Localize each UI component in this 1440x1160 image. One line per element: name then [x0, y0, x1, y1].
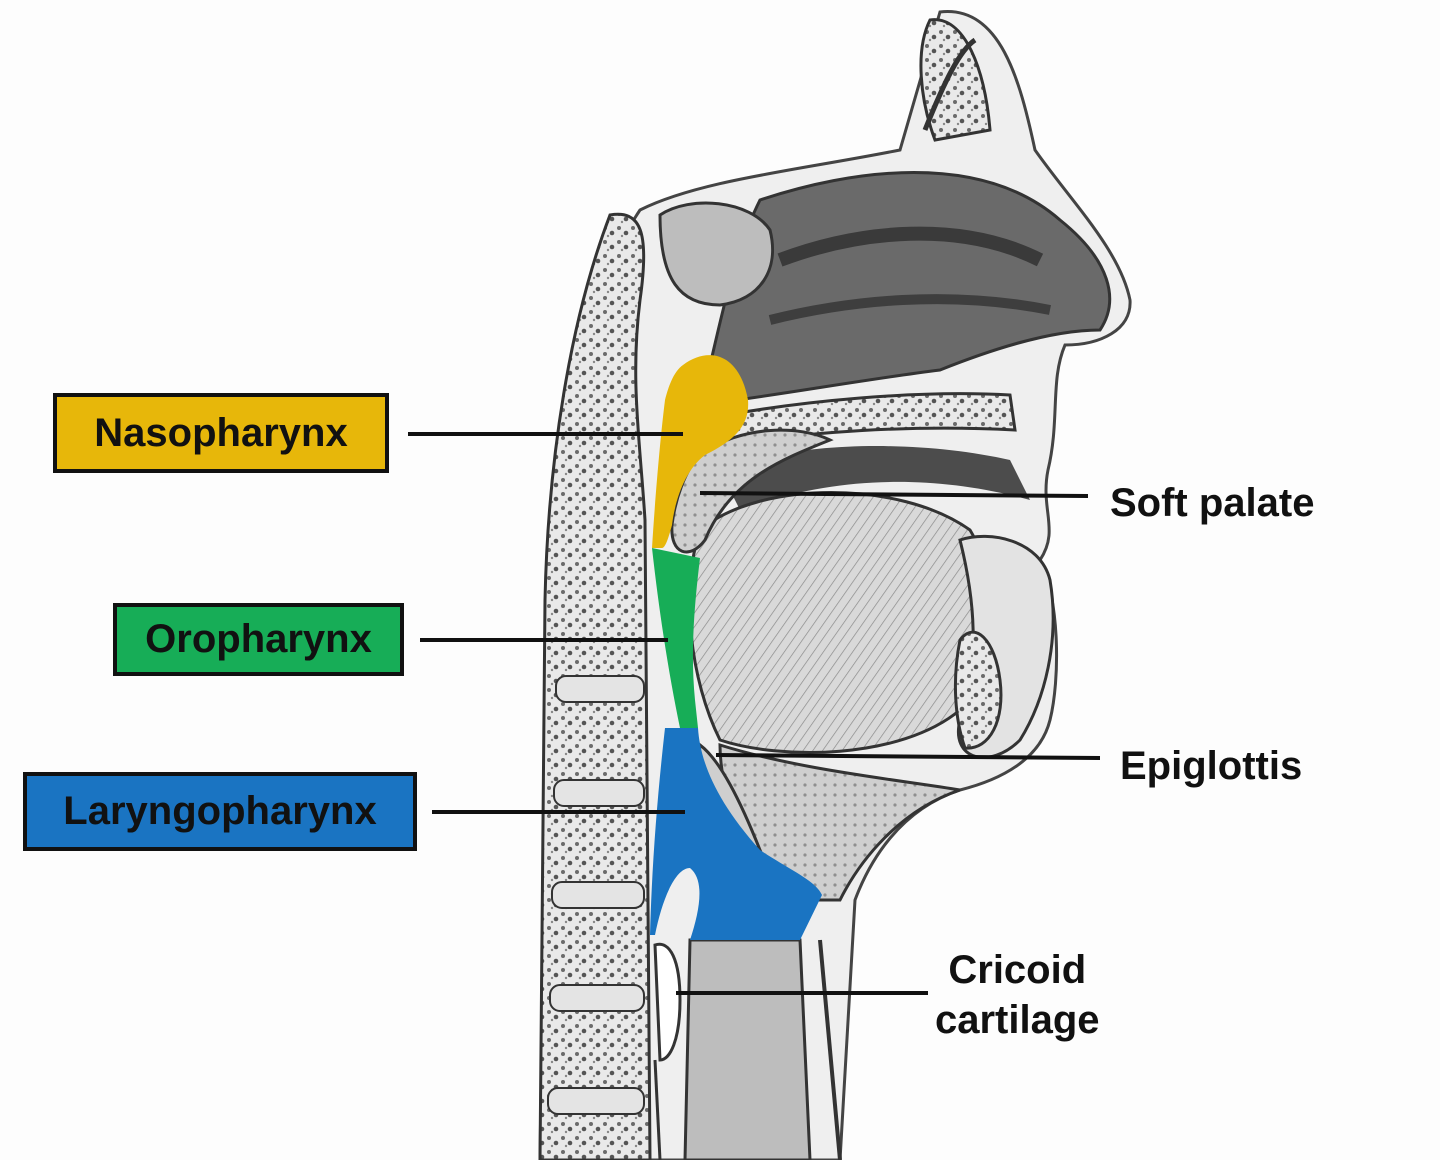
- leader-line-epiglottis: [715, 753, 1101, 760]
- sphenoid-sinus: [658, 201, 775, 307]
- leader-line-soft-palate: [699, 491, 1089, 498]
- cricoid-label-line2: cartilage: [935, 998, 1100, 1042]
- cricoid-cartilage-label: Cricoid cartilage: [935, 945, 1100, 1045]
- larynx-trachea: [683, 938, 812, 1160]
- nasopharynx-region: [652, 355, 749, 548]
- tongue: [688, 491, 993, 754]
- nasopharynx-label-box: Nasopharynx: [53, 393, 389, 473]
- intervertebral-disc: [555, 675, 645, 703]
- soft-palate: [670, 428, 834, 554]
- intervertebral-disc: [553, 779, 645, 807]
- laryngopharynx-label: Laryngopharynx: [63, 789, 377, 833]
- oral-cavity: [720, 446, 1030, 510]
- nasopharynx-label: Nasopharynx: [94, 410, 348, 455]
- cricoid-label-line1: Cricoid: [948, 948, 1087, 992]
- nasal-bone: [919, 18, 992, 142]
- intervertebral-disc: [547, 1087, 645, 1115]
- epiglottis-label: Epiglottis: [1120, 744, 1303, 788]
- soft-palate-label: Soft palate: [1110, 481, 1315, 525]
- mandible: [953, 630, 1003, 750]
- intervertebral-disc: [551, 881, 645, 909]
- laryngopharynx-label-box: Laryngopharynx: [23, 772, 417, 851]
- intervertebral-disc: [549, 984, 645, 1012]
- laryngopharynx-region: [650, 728, 822, 940]
- oropharynx-label: Oropharynx: [145, 617, 372, 661]
- cricoid-ring: [653, 942, 682, 1062]
- oropharynx-label-box: Oropharynx: [113, 603, 404, 676]
- oropharynx-region: [652, 548, 700, 728]
